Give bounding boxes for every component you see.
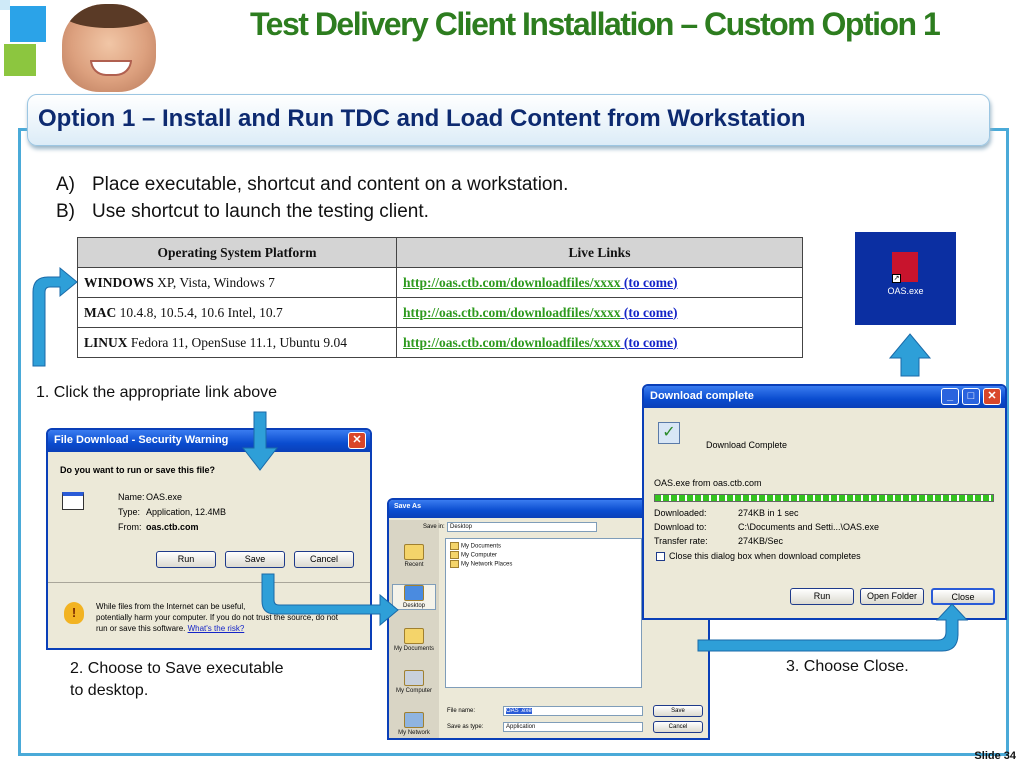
minimize-icon[interactable]: _: [941, 388, 959, 405]
list-item[interactable]: My Network Places: [450, 560, 512, 568]
sidebar-item-my-network[interactable]: My Network: [392, 712, 436, 736]
close-icon[interactable]: ✕: [983, 388, 1001, 405]
logo-square-blue: [10, 6, 46, 42]
save-as-titlebar: Save As: [389, 500, 708, 518]
smiling-man-photo: [62, 4, 156, 92]
sidebar-item-desktop[interactable]: Desktop: [392, 584, 436, 610]
download-complete-dialog: Download complete _ □ ✕ ✓ Download Compl…: [642, 384, 1007, 620]
save-button[interactable]: Save: [653, 705, 703, 717]
run-button[interactable]: Run: [790, 588, 854, 605]
save-in-select[interactable]: Desktop: [447, 522, 597, 532]
column-header-links: Live Links: [396, 237, 803, 268]
oas-exe-label: OAS.exe: [887, 286, 924, 296]
places-sidebar: Recent Desktop My Documents My Computer …: [389, 520, 439, 738]
recent-folder-icon: [404, 544, 424, 560]
file-download-dialog: File Download - Security Warning ✕ Do yo…: [46, 428, 372, 650]
computer-icon: [404, 670, 424, 686]
sidebar-item-my-documents[interactable]: My Documents: [392, 628, 436, 652]
caption-step3: 3. Choose Close.: [786, 658, 909, 675]
warning-shield-icon: !: [64, 602, 84, 624]
step-b: B) Use shortcut to launch the testing cl…: [56, 201, 429, 222]
slide-number: Slide 34: [974, 750, 1016, 762]
table-row: MAC 10.4.8, 10.5.4, 10.6 Intel, 10.7 htt…: [77, 297, 803, 328]
caption-step2-line2: to desktop.: [70, 682, 149, 699]
caption-step1: 1. Click the appropriate link above: [36, 384, 278, 401]
open-folder-button[interactable]: Open Folder: [860, 588, 924, 605]
platform-links-table: Operating System Platform Live Links WIN…: [77, 237, 803, 358]
desktop-icon: [404, 585, 424, 601]
maximize-icon[interactable]: □: [962, 388, 980, 405]
oas-exe-desktop-icon[interactable]: ↗ OAS.exe: [855, 232, 956, 325]
file-download-titlebar: File Download - Security Warning ✕: [48, 430, 370, 452]
section-banner: Option 1 – Install and Run TDC and Load …: [27, 94, 990, 146]
close-icon[interactable]: ✕: [348, 432, 366, 449]
save-button[interactable]: Save: [225, 551, 285, 568]
save-as-type-select[interactable]: Application: [503, 722, 643, 732]
list-item[interactable]: My Computer: [450, 551, 497, 559]
steps-list: A) Place executable, shortcut and conten…: [56, 171, 568, 225]
table-row: WINDOWS XP, Vista, Windows 7 http://oas.…: [77, 267, 803, 298]
content-frame: [18, 128, 1009, 756]
sidebar-item-recent[interactable]: Recent: [392, 544, 436, 568]
logo-square-green: [4, 44, 36, 76]
file-list: My Documents My Computer My Network Plac…: [445, 538, 642, 688]
sidebar-item-my-computer[interactable]: My Computer: [392, 670, 436, 694]
network-icon: [404, 712, 424, 728]
step-a: A) Place executable, shortcut and conten…: [56, 174, 569, 195]
file-name-input[interactable]: OAS .exe: [503, 706, 643, 716]
whats-the-risk-link[interactable]: What's the risk?: [187, 624, 245, 633]
download-link-linux[interactable]: http://oas.ctb.com/downloadfiles/xxxx: [403, 334, 621, 350]
shortcut-arrow-icon: ↗: [892, 274, 901, 283]
close-when-complete-checkbox[interactable]: [656, 552, 665, 561]
download-complete-titlebar: Download complete _ □ ✕: [644, 386, 1005, 408]
cancel-button[interactable]: Cancel: [294, 551, 354, 568]
download-check-icon: ✓: [658, 422, 680, 444]
run-button[interactable]: Run: [156, 551, 216, 568]
list-item[interactable]: My Documents: [450, 542, 501, 550]
cancel-button[interactable]: Cancel: [653, 721, 703, 733]
close-button[interactable]: Close: [931, 588, 995, 605]
table-row: LINUX Fedora 11, OpenSuse 11.1, Ubuntu 9…: [77, 327, 803, 358]
my-documents-icon: [404, 628, 424, 644]
logo-square-light: [0, 0, 10, 10]
column-header-os: Operating System Platform: [77, 237, 397, 268]
download-progress-bar: [654, 494, 994, 502]
application-icon: [62, 492, 84, 510]
banner-title: Option 1 – Install and Run TDC and Load …: [38, 105, 806, 132]
caption-step2-line1: 2. Choose to Save executable: [70, 660, 284, 677]
download-link-mac[interactable]: http://oas.ctb.com/downloadfiles/xxxx: [403, 304, 621, 320]
page-title: Test Delivery Client Installation – Cust…: [250, 6, 941, 42]
download-link-windows[interactable]: http://oas.ctb.com/downloadfiles/xxxx: [403, 274, 621, 290]
